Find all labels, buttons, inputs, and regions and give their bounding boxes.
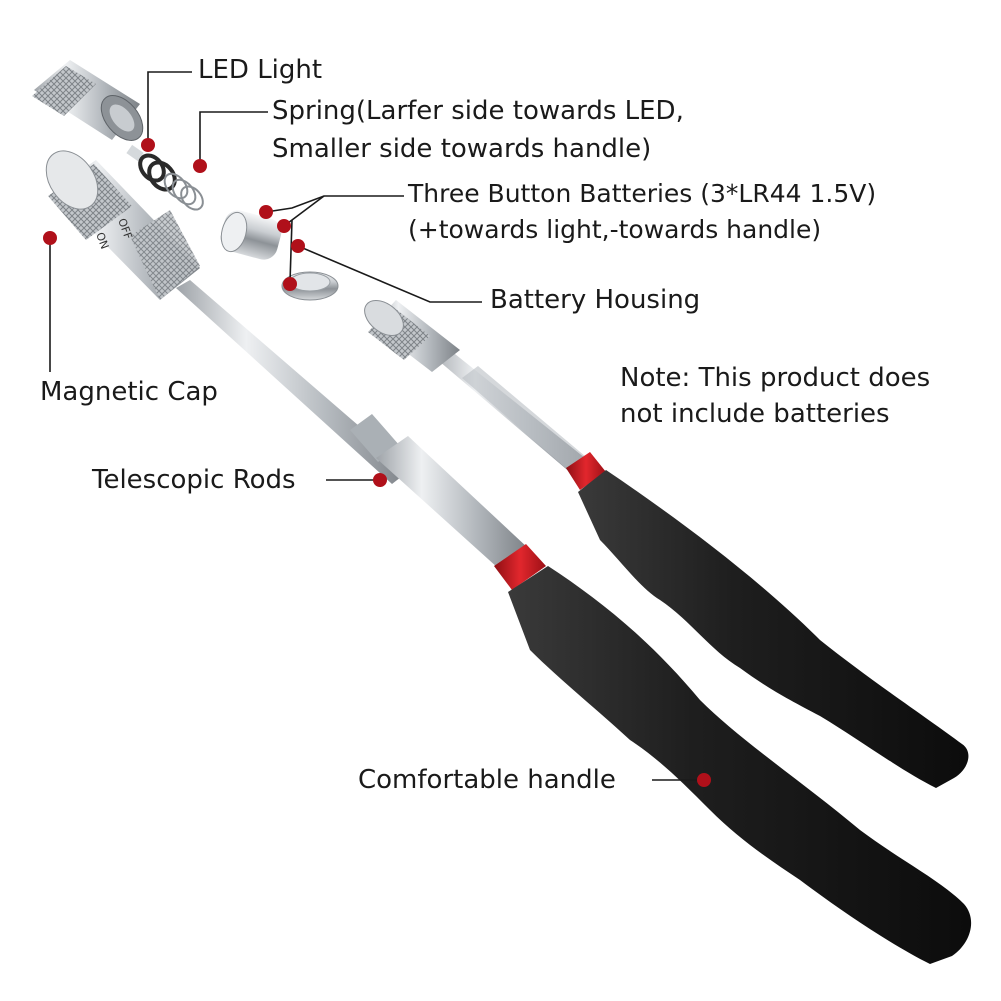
dot-telescopic-rods	[373, 473, 387, 487]
dot-comfortable-handle	[697, 773, 711, 787]
spring-part	[126, 144, 204, 211]
battery-housing-head	[364, 300, 460, 372]
led-light-cap	[32, 60, 144, 141]
right-red-collar	[566, 452, 606, 490]
battery-stack	[220, 210, 282, 260]
label-led-light: LED Light	[198, 55, 323, 85]
dial-on-text: ON	[93, 231, 111, 251]
left-telescopic-rod	[176, 280, 410, 484]
single-battery	[281, 271, 339, 301]
dot-battery-3	[283, 277, 297, 291]
label-comfortable-handle: Comfortable handle	[358, 765, 616, 795]
dot-battery-housing	[291, 239, 305, 253]
dot-magnetic-cap	[43, 231, 57, 245]
right-handle	[578, 470, 969, 788]
left-handle	[508, 566, 972, 964]
callout-lines	[49, 71, 704, 781]
label-note-line1: Note: This product does	[620, 363, 931, 393]
dot-battery-1	[259, 205, 273, 219]
label-spring-line1: Spring(Larfer side towards LED,	[272, 96, 684, 126]
left-tool	[176, 280, 972, 964]
label-batteries-line2: (+towards light,-towards handle)	[408, 215, 822, 244]
dot-led-light	[141, 138, 155, 152]
label-telescopic-rods: Telescopic Rods	[92, 465, 296, 495]
right-tool	[364, 300, 969, 788]
label-spring-line2: Smaller side towards handle)	[272, 134, 652, 164]
dot-spring	[193, 159, 207, 173]
dot-battery-2	[277, 219, 291, 233]
right-telescopic-rod	[426, 342, 592, 476]
label-batteries-line1: Three Button Batteries (3*LR44 1.5V)	[408, 179, 877, 208]
callout-dots	[43, 138, 711, 787]
magnetic-cap-body: OFF ON	[45, 150, 200, 300]
label-magnetic-cap: Magnetic Cap	[40, 377, 218, 407]
left-red-collar	[494, 544, 546, 590]
label-battery-housing: Battery Housing	[490, 285, 701, 315]
label-note-line2: not include batteries	[620, 399, 890, 429]
